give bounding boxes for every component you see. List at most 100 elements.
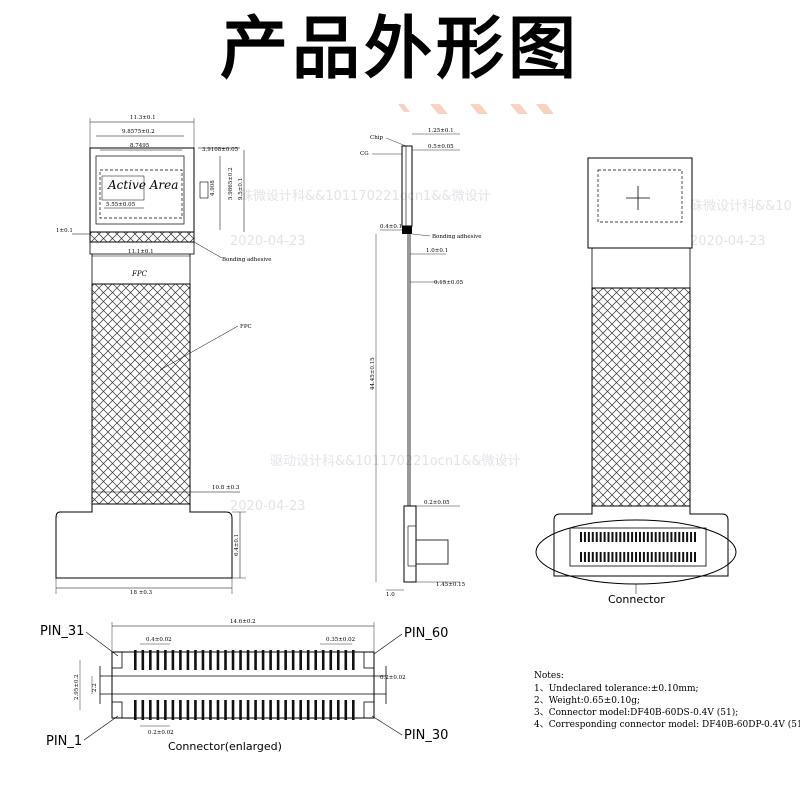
watermark-date: 2020-04-23: [690, 234, 766, 249]
dim-aa-width: 8.7495: [130, 143, 150, 149]
connector-pin: [224, 700, 227, 720]
connector-pin: [254, 650, 257, 670]
connector-pin: [186, 700, 190, 720]
front-view: Active Area Bonding adhesive FPC FPC 11.…: [55, 115, 272, 596]
back-connector-pins-bottom: [580, 552, 696, 562]
connector-pin: [607, 552, 610, 562]
connector-pin: [344, 650, 348, 670]
connector-pin: [194, 650, 197, 670]
connector-pin: [591, 532, 594, 542]
watermark-text: 硃微设计科&&10: [690, 199, 792, 214]
corner-pad: [111, 651, 123, 669]
note-item: 1、Undeclared tolerance:±0.10mm;: [534, 684, 699, 694]
side-bonding: [402, 226, 412, 234]
connector-pin: [149, 700, 152, 720]
connector-pin: [619, 532, 622, 542]
connector-pin: [246, 650, 250, 670]
connector-pin: [299, 700, 302, 720]
connector-pin: [276, 700, 280, 720]
connector-pin: [635, 532, 638, 542]
dim-pitch: 0.35±0.02: [326, 637, 355, 643]
connector-pin: [194, 700, 197, 720]
dim-cg-thickness: 0.5±0.05: [428, 144, 454, 150]
connector-pin: [299, 650, 302, 670]
connector-pin: [615, 532, 618, 542]
chip-outline: [199, 181, 209, 199]
connector-pin: [611, 552, 614, 562]
corner-pad: [363, 701, 375, 719]
connector-pin: [134, 650, 137, 670]
dim-height-inner: 2.2: [92, 683, 98, 692]
connector-pin: [658, 552, 661, 562]
side-stiffener: [403, 505, 417, 583]
side-view: Chip CG 1.25±0.1 0.5±0.05 0.4±0.1 Bondin…: [360, 128, 482, 598]
dim-length: 44.45±0.15: [370, 357, 376, 390]
connector-pin: [209, 650, 212, 670]
connector-pin: [694, 532, 696, 542]
connector-pin: [231, 650, 235, 670]
connector-pin: [314, 650, 318, 670]
connector-pin: [201, 700, 205, 720]
connector-pin: [291, 650, 295, 670]
connector-pin: [134, 700, 137, 720]
note-item: 2、Weight:0.65±0.10g;: [534, 696, 640, 706]
dim-aa-offset: 3.9108±0.05: [202, 147, 239, 153]
connector-pin: [686, 532, 689, 542]
connector-pin: [650, 552, 653, 562]
connector-pin: [164, 650, 167, 670]
connector-pin: [591, 552, 594, 562]
connector-pin: [306, 650, 310, 670]
cg-label: CG: [360, 151, 369, 157]
bonding-label: Bonding adhesive: [222, 257, 272, 263]
connector-pin: [291, 700, 295, 720]
connector-pin: [603, 552, 606, 562]
connector-pin: [352, 700, 355, 720]
back-active-area: [597, 169, 683, 223]
connector-pin: [156, 650, 160, 670]
connector-pin: [352, 650, 355, 670]
connector-pin: [690, 552, 693, 562]
connector-pin: [284, 650, 287, 670]
connector-pin: [690, 532, 693, 542]
connector-pin: [276, 650, 280, 670]
connector-pin: [682, 552, 685, 562]
dim-fpc-bottom-width: 10.8 ±0.3: [212, 485, 240, 491]
connector-pin: [321, 700, 325, 720]
watermark-date: 2020-04-23: [230, 234, 306, 249]
connector-pin: [662, 552, 665, 562]
connector-pin: [314, 700, 318, 720]
pin-1-label: PIN_1: [46, 734, 82, 749]
connector-pin: [678, 532, 681, 542]
connector-pin: [587, 552, 590, 562]
connector-pin: [607, 532, 610, 542]
connector-pin: [615, 552, 618, 562]
back-connector-body: [569, 527, 707, 567]
back-glass: [587, 157, 693, 249]
connector-label: Connector: [608, 593, 665, 606]
connector-tab: [55, 503, 233, 579]
dim-aa-height-b: 4.908: [210, 180, 216, 196]
connector-pin: [638, 532, 641, 542]
connector-pin: [603, 532, 606, 542]
corner-pad: [363, 651, 375, 669]
dim-fpc-thickness: 0.15±0.05: [434, 280, 464, 286]
connector-pin: [627, 552, 630, 562]
chip-label: Chip: [370, 135, 384, 141]
connector-caption: Connector(enlarged): [168, 740, 282, 753]
notes-block: Notes: 1、Undeclared tolerance:±0.10mm; 2…: [534, 671, 800, 730]
fpc-top-label: FPC: [131, 270, 148, 278]
dim-pad-right: 0.2±0.02: [380, 675, 406, 681]
active-area-inner: [101, 175, 145, 201]
connector-pin: [595, 552, 598, 562]
bonding-strip: [89, 231, 195, 243]
connector-pin: [216, 700, 220, 720]
connector-pin: [186, 650, 190, 670]
connector-pin: [580, 532, 582, 542]
connector-pin: [306, 700, 310, 720]
dim-base: 1.0: [386, 592, 395, 598]
connector-pin: [674, 552, 677, 562]
connector-pins-bottom: [134, 700, 355, 720]
connector-pin: [623, 552, 626, 562]
connector-pins-top: [134, 650, 355, 670]
connector-pin: [646, 552, 649, 562]
